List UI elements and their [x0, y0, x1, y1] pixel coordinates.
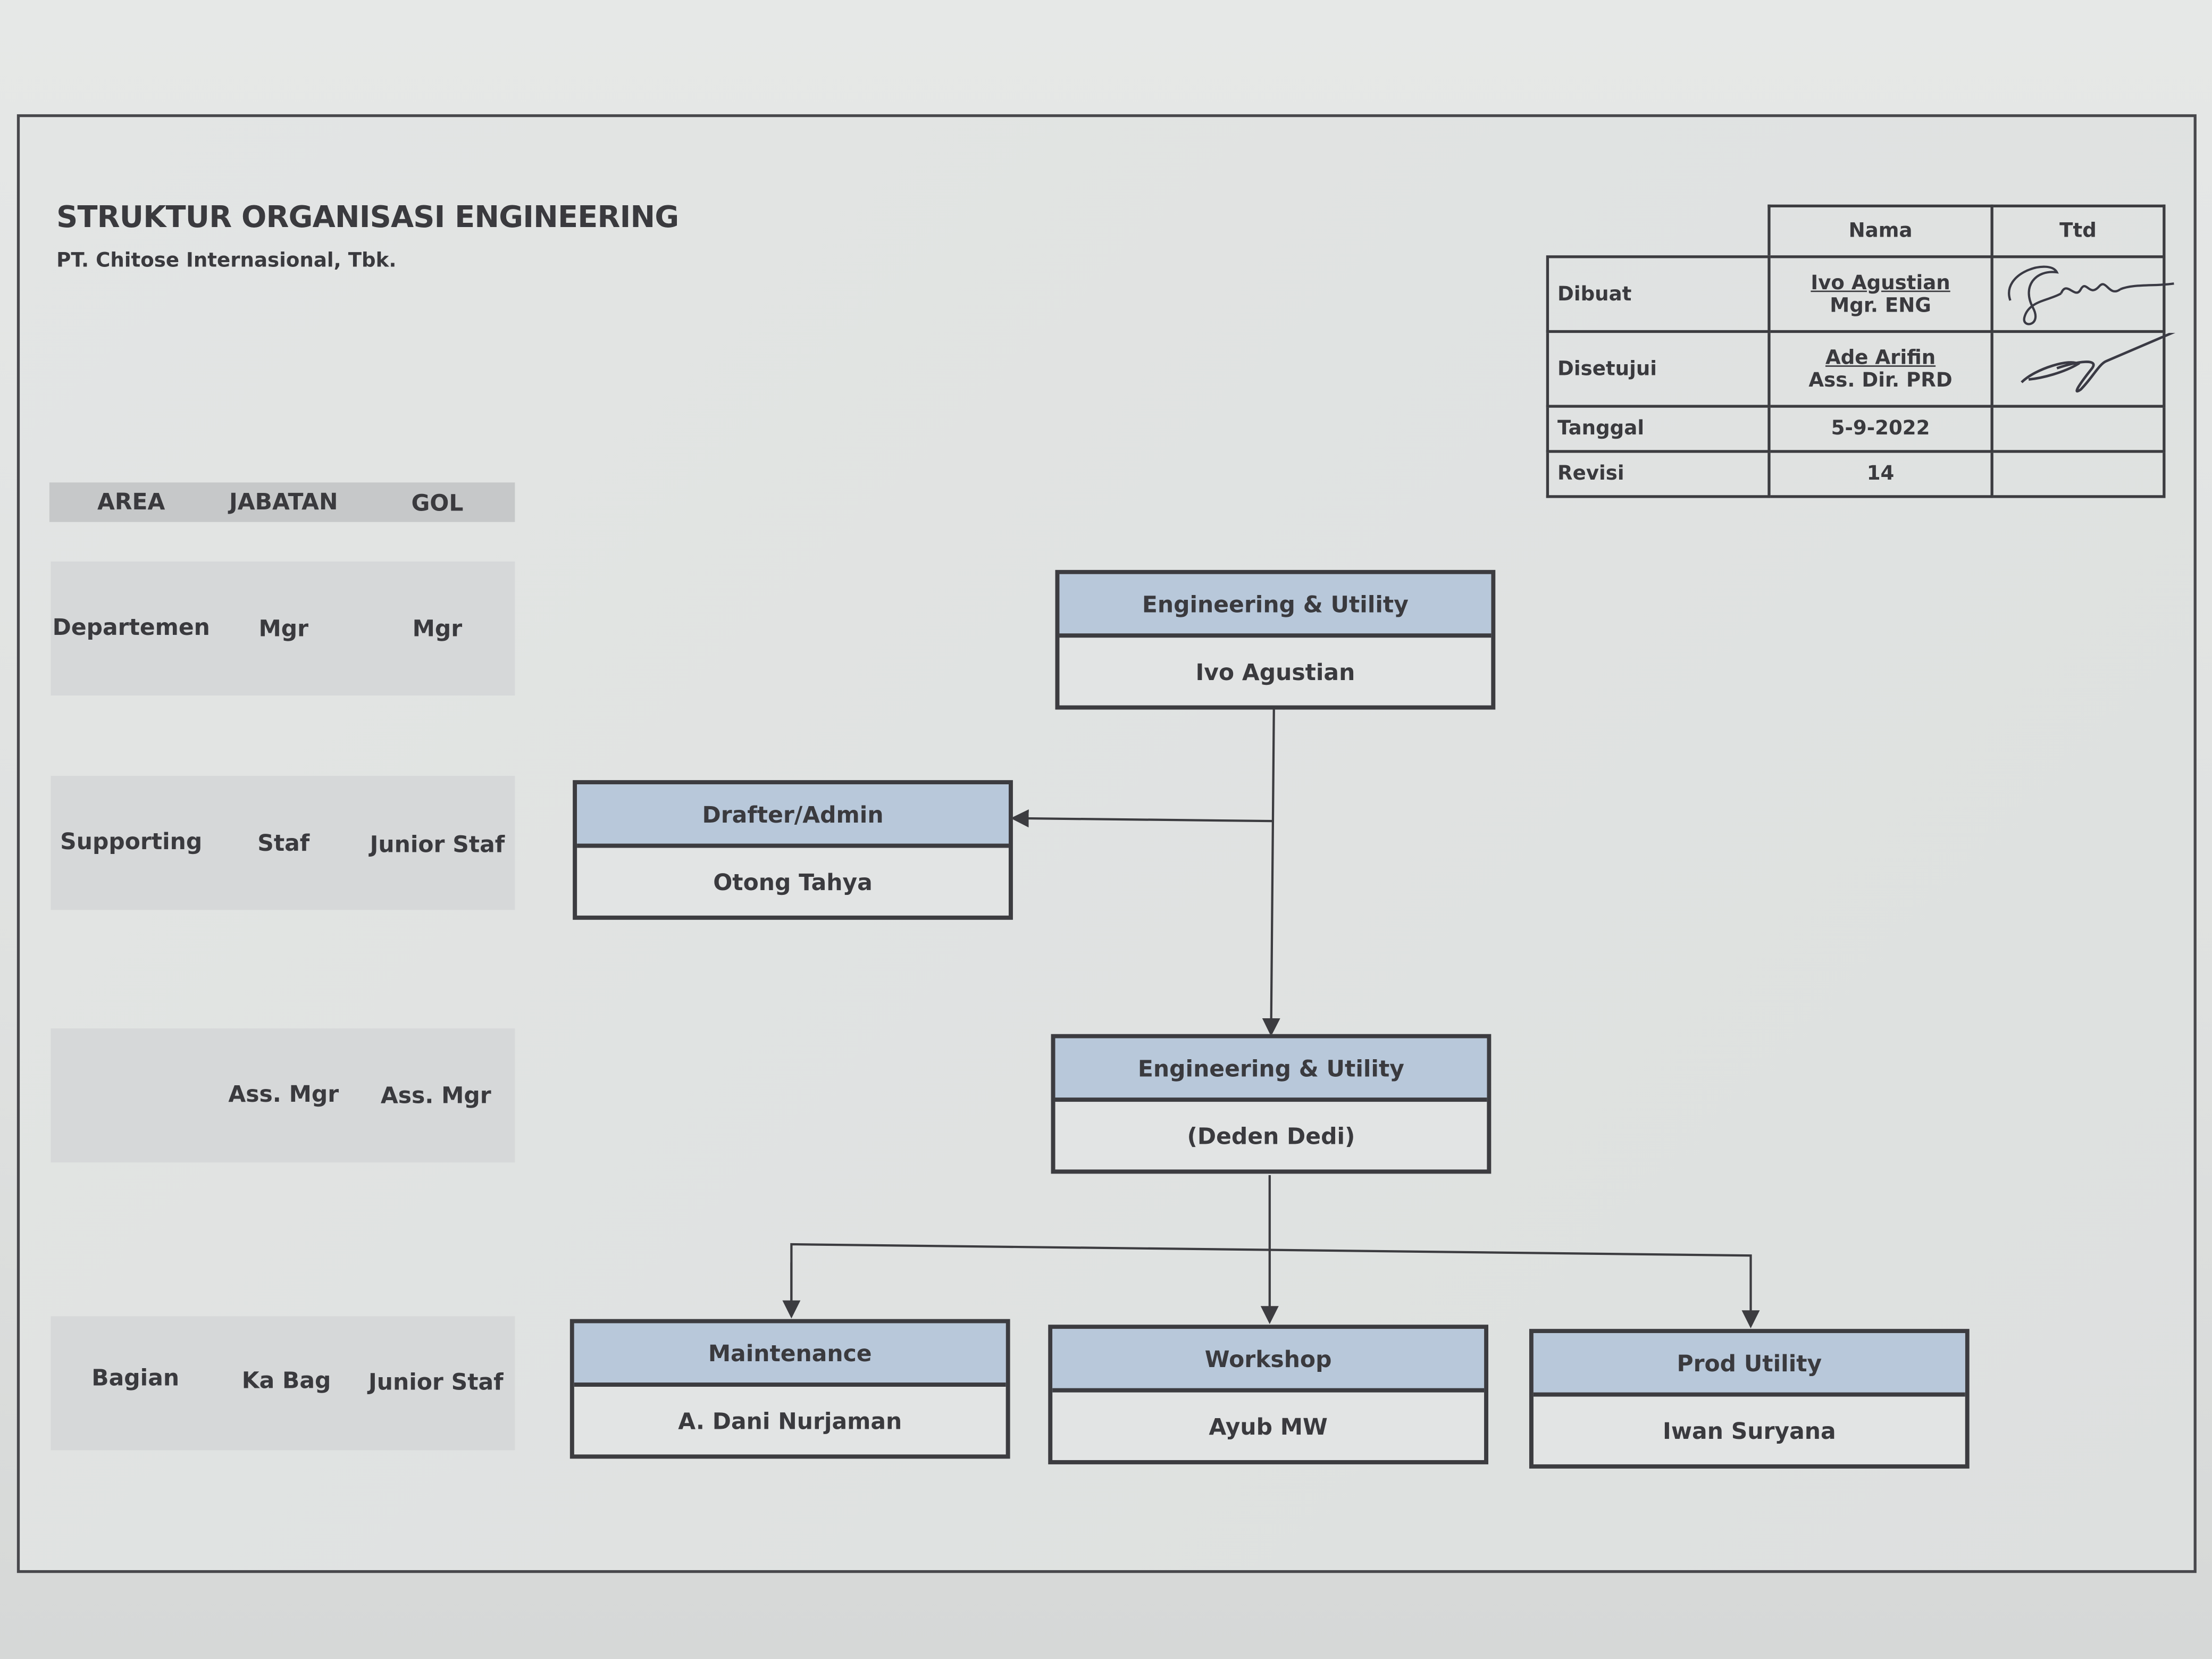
org-box-unit: Prod Utility — [1533, 1333, 1965, 1397]
org-box-name: Ayub MW — [1209, 1413, 1328, 1440]
connector-line — [790, 1243, 1760, 1329]
legend-jabatan: Staf — [257, 830, 310, 857]
org-box-name: (Deden Dedi) — [1187, 1122, 1355, 1149]
legend-header-area: AREA — [97, 488, 165, 515]
org-box-name: Iwan Suryana — [1663, 1417, 1836, 1444]
legend-jabatan: Ka Bag — [241, 1367, 331, 1394]
signature-icon — [2008, 265, 2174, 325]
company-name: PT. Chitose Internasional, Tbk. — [56, 249, 397, 273]
connector-line — [1262, 709, 1280, 1036]
signature-icon — [2021, 333, 2175, 393]
page-title: STRUKTUR ORGANISASI ENGINEERING — [56, 200, 679, 234]
org-box-manager[interactable]: Engineering & Utility Ivo Agustian — [1055, 569, 1496, 710]
disetujui-name: Ade Arifin — [1825, 346, 1936, 369]
org-box-unit: Engineering & Utility — [1059, 574, 1492, 638]
legend-header: AREA JABATAN GOL — [49, 482, 515, 522]
org-box-name: A. Dani Nurjaman — [678, 1407, 902, 1434]
tanggal-label: Tanggal — [1546, 405, 1771, 453]
legend-jabatan: Mgr — [258, 615, 309, 642]
org-box-asst-manager[interactable]: Engineering & Utility (Deden Dedi) — [1051, 1034, 1492, 1174]
org-box-unit: Engineering & Utility — [1055, 1038, 1487, 1102]
revisi-label: Revisi — [1546, 450, 1771, 498]
legend-gol: Junior Staf — [368, 1368, 504, 1395]
legend-header-jabatan: JABATAN — [229, 488, 338, 515]
legend-row: Departemen Mgr Mgr — [51, 561, 515, 696]
legend-gol: Mgr — [412, 615, 463, 642]
legend-row: Supporting Staf Junior Staf — [51, 776, 515, 910]
signature-disetujui — [1990, 330, 2175, 408]
org-box-unit: Maintenance — [574, 1323, 1006, 1387]
org-box-maintenance[interactable]: Maintenance A. Dani Nurjaman — [569, 1319, 1010, 1459]
legend-area: Departemen — [52, 614, 210, 641]
dibuat-name: Ivo Agustian — [1811, 271, 1950, 295]
dibuat-position: Mgr. ENG — [1830, 294, 1931, 317]
legend-gol: Ass. Mgr — [380, 1082, 491, 1109]
legend-area: Bagian — [91, 1364, 180, 1391]
tanggal-value: 5-9-2022 — [1767, 405, 1993, 453]
org-box-unit: Workshop — [1052, 1329, 1485, 1393]
legend-area: Supporting — [60, 828, 203, 855]
col-sign-header: Ttd — [1990, 204, 2166, 258]
legend-gol: Junior Staf — [370, 831, 505, 858]
legend-row: Ass. Mgr Ass. Mgr — [51, 1028, 515, 1163]
disetujui-position: Ass. Dir. PRD — [1808, 368, 1953, 392]
connector-line — [1010, 809, 1273, 828]
disetujui-label: Disetujui — [1546, 330, 1771, 408]
legend-row: Bagian Ka Bag Junior Staf — [51, 1316, 515, 1451]
org-box-prod-utility[interactable]: Prod Utility Iwan Suryana — [1529, 1329, 1970, 1469]
org-box-workshop[interactable]: Workshop Ayub MW — [1048, 1325, 1489, 1464]
org-box-name: Otong Tahya — [713, 868, 873, 895]
legend-jabatan: Ass. Mgr — [228, 1080, 339, 1108]
org-box-admin[interactable]: Drafter/Admin Otong Tahya — [573, 780, 1013, 920]
dibuat-label: Dibuat — [1546, 255, 1771, 333]
signature-dibuat — [1990, 255, 2174, 333]
revisi-value: 14 — [1767, 450, 1993, 498]
legend-header-gol: GOL — [411, 489, 464, 517]
org-box-name: Ivo Agustian — [1195, 658, 1355, 685]
org-box-unit: Drafter/Admin — [577, 784, 1009, 848]
col-name-header: Nama — [1767, 204, 1993, 258]
